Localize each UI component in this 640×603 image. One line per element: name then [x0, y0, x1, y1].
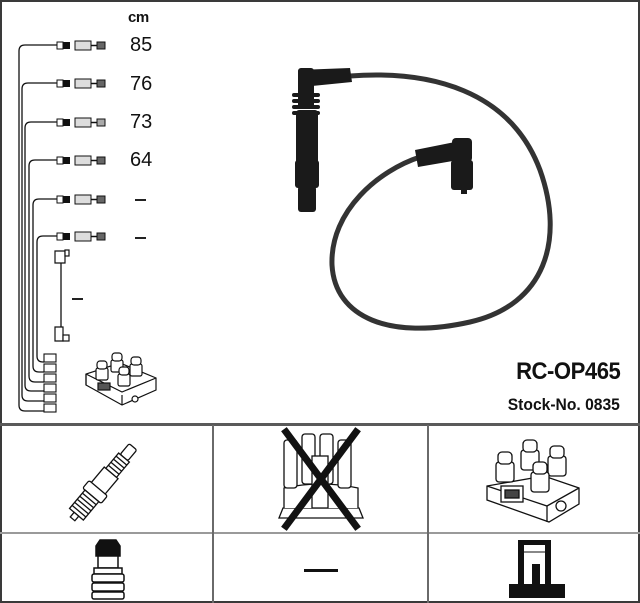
lead-6-length-dash — [135, 237, 146, 239]
lead-5-length-dash — [135, 199, 146, 201]
distributor-cap-icon — [278, 427, 364, 531]
product-code: RC-OP465 — [515, 358, 621, 385]
plug-terminal-icon — [91, 539, 125, 600]
coil-pack-small — [85, 352, 157, 406]
lead-connectors — [56, 40, 106, 242]
length-unit-label: cm — [128, 9, 149, 26]
grid-row-divider — [0, 532, 640, 534]
dash-not-applicable — [304, 569, 338, 572]
coil-lead-length-dash — [72, 298, 83, 300]
ignition-coil-icon — [486, 439, 580, 523]
lead-4-length: 64 — [130, 149, 153, 171]
spark-plug-icon — [68, 443, 137, 522]
grid-col-divider-2 — [427, 425, 429, 603]
lead-2-length: 76 — [130, 73, 153, 95]
coil-terminal-icon — [509, 540, 565, 598]
not-applicable-cross-icon — [281, 427, 361, 531]
grid-col-divider-1 — [212, 425, 214, 603]
lead-1-length: 85 — [130, 34, 153, 56]
stock-number: Stock-No. 0835 — [507, 395, 620, 414]
section-divider — [0, 423, 640, 426]
lead-3-length: 73 — [130, 111, 153, 133]
